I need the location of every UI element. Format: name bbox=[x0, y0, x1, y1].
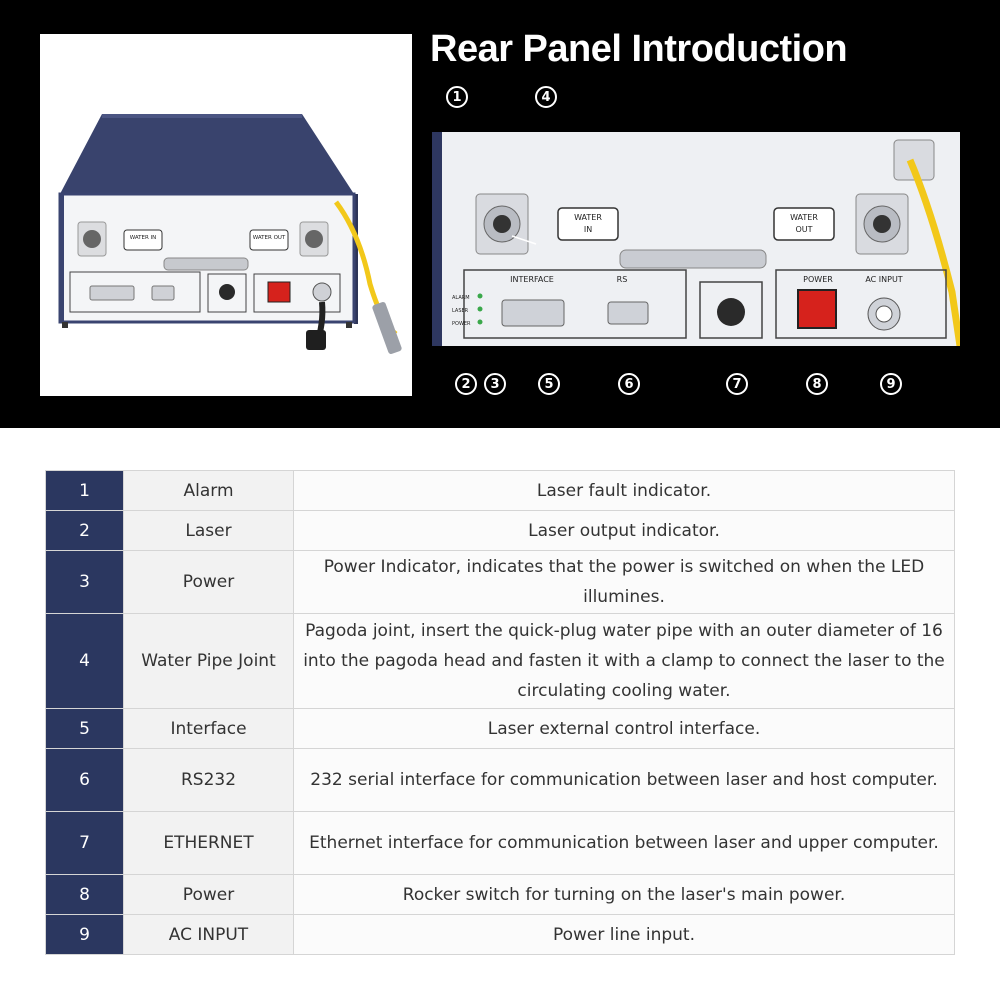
row-number: 3 bbox=[45, 550, 124, 614]
row-name: Power bbox=[123, 550, 294, 614]
callout-3: 3 bbox=[484, 373, 506, 395]
table-row: 9 AC INPUT Power line input. bbox=[45, 914, 955, 955]
page-title: Rear Panel Introduction bbox=[430, 28, 848, 70]
row-name: Interface bbox=[123, 708, 294, 749]
svg-text:INTERFACE: INTERFACE bbox=[510, 275, 554, 284]
svg-text:POWER: POWER bbox=[452, 321, 471, 327]
row-number: 5 bbox=[45, 708, 124, 749]
row-number: 8 bbox=[45, 874, 124, 915]
svg-text:AC INPUT: AC INPUT bbox=[865, 275, 902, 284]
table-row: 8 Power Rocker switch for turning on the… bbox=[45, 874, 955, 915]
svg-text:OUT: OUT bbox=[795, 225, 812, 234]
row-name: AC INPUT bbox=[123, 914, 294, 955]
row-name: Water Pipe Joint bbox=[123, 613, 294, 709]
row-name: ETHERNET bbox=[123, 811, 294, 875]
row-description: Ethernet interface for communication bet… bbox=[293, 811, 955, 875]
callout-1: 1 bbox=[446, 86, 468, 108]
row-number: 4 bbox=[45, 613, 124, 709]
rear-panel-spec-table: 1 Alarm Laser fault indicator. 2 Laser L… bbox=[45, 470, 955, 955]
svg-text:ALARM: ALARM bbox=[452, 295, 470, 301]
table-row: 1 Alarm Laser fault indicator. bbox=[45, 470, 955, 511]
rear-panel-illustration: WATER IN WATER OUT INTERFACE RS ALARM LA… bbox=[432, 132, 964, 347]
row-description: Laser external control interface. bbox=[293, 708, 955, 749]
product-photo: WATER IN WATER OUT bbox=[40, 34, 412, 396]
row-description: Power Indicator, indicates that the powe… bbox=[293, 550, 955, 614]
row-number: 9 bbox=[45, 914, 124, 955]
callout-8: 8 bbox=[806, 373, 828, 395]
svg-text:RS: RS bbox=[617, 275, 628, 284]
photo-label-water-out: WATER OUT bbox=[253, 235, 286, 241]
table-row: 6 RS232 232 serial interface for communi… bbox=[45, 748, 955, 812]
svg-text:WATER: WATER bbox=[790, 213, 818, 222]
table-row: 2 Laser Laser output indicator. bbox=[45, 510, 955, 551]
row-number: 7 bbox=[45, 811, 124, 875]
callout-2: 2 bbox=[455, 373, 477, 395]
row-description: Laser fault indicator. bbox=[293, 470, 955, 511]
row-number: 1 bbox=[45, 470, 124, 511]
table-row: 7 ETHERNET Ethernet interface for commun… bbox=[45, 811, 955, 875]
svg-text:IN: IN bbox=[584, 225, 592, 234]
svg-text:LASER: LASER bbox=[452, 308, 469, 314]
svg-text:POWER: POWER bbox=[803, 275, 833, 284]
row-description: 232 serial interface for communication b… bbox=[293, 748, 955, 812]
row-description: Rocker switch for turning on the laser's… bbox=[293, 874, 955, 915]
header-banner: WATER IN WATER OUT bbox=[0, 0, 1000, 428]
row-name: Alarm bbox=[123, 470, 294, 511]
table-row: 4 Water Pipe Joint Pagoda joint, insert … bbox=[45, 613, 955, 709]
row-number: 6 bbox=[45, 748, 124, 812]
row-description: Pagoda joint, insert the quick-plug wate… bbox=[293, 613, 955, 709]
callout-4: 4 bbox=[535, 86, 557, 108]
row-name: Laser bbox=[123, 510, 294, 551]
row-number: 2 bbox=[45, 510, 124, 551]
svg-text:WATER: WATER bbox=[574, 213, 602, 222]
row-description: Laser output indicator. bbox=[293, 510, 955, 551]
callout-9: 9 bbox=[880, 373, 902, 395]
laser-unit-illustration: WATER IN WATER OUT bbox=[58, 114, 402, 354]
callout-5: 5 bbox=[538, 373, 560, 395]
table-row: 5 Interface Laser external control inter… bbox=[45, 708, 955, 749]
callout-7: 7 bbox=[726, 373, 748, 395]
rear-panel-closeup: WATER IN WATER OUT INTERFACE RS ALARM LA… bbox=[432, 132, 964, 347]
photo-label-water-in: WATER IN bbox=[130, 235, 157, 241]
row-name: Power bbox=[123, 874, 294, 915]
row-name: RS232 bbox=[123, 748, 294, 812]
table-row: 3 Power Power Indicator, indicates that … bbox=[45, 550, 955, 614]
callout-6: 6 bbox=[618, 373, 640, 395]
row-description: Power line input. bbox=[293, 914, 955, 955]
